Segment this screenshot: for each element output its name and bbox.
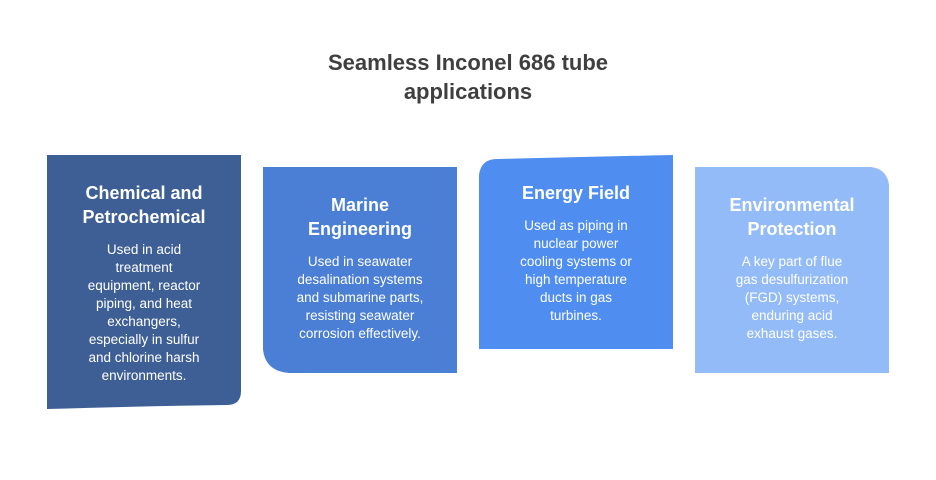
card-title-line: Engineering	[307, 219, 412, 239]
card-background-shape	[47, 155, 241, 409]
card-title-line: Protection	[747, 219, 837, 239]
page-title-line-1: Seamless Inconel 686 tube	[327, 50, 609, 75]
page-title: Seamless Inconel 686 tube applications	[0, 48, 936, 106]
card-title: Environmental Protection	[715, 193, 869, 241]
card-description-line: environments.	[101, 368, 187, 383]
card-description-line: treatment	[115, 260, 173, 275]
card-description-line: Used as piping in	[524, 218, 628, 233]
card-background-path	[695, 167, 889, 373]
card-description-line: enduring acid	[751, 308, 833, 323]
application-card-chemical: Chemical and Petrochemical Used in acid …	[47, 155, 241, 409]
page-title-line-2: applications	[403, 79, 533, 104]
card-description-line: nuclear power	[533, 236, 619, 251]
card-description-line: ducts in gas	[539, 290, 613, 305]
card-background-path	[47, 155, 241, 409]
card-description: A key part of flue gas desulfurization (…	[715, 253, 869, 343]
card-description-line: resisting seawater	[305, 308, 415, 323]
card-description-line: piping, and heat	[95, 296, 193, 311]
card-description-line: equipment, reactor	[87, 278, 201, 293]
card-title: Energy Field	[499, 181, 653, 205]
card-title: Chemical and Petrochemical	[67, 181, 221, 229]
card-description-line: and submarine parts,	[296, 290, 424, 305]
card-description-line: Used in acid	[106, 242, 182, 257]
card-background-path	[263, 167, 457, 373]
card-description-line: Used in seawater	[307, 254, 413, 269]
card-description-line: exhaust gases.	[746, 326, 838, 341]
card-description-line: and chlorine harsh	[88, 350, 200, 365]
card-title-line: Environmental	[729, 195, 855, 215]
card-description-line: corrosion effectively.	[299, 326, 421, 341]
card-title: Marine Engineering	[283, 193, 437, 241]
card-background-path	[479, 155, 673, 349]
card-title-line: Petrochemical	[82, 207, 206, 227]
application-card-energy: Energy Field Used as piping in nuclear p…	[479, 155, 673, 349]
card-description-line: especially in sulfur	[88, 332, 200, 347]
card-description: Used in seawater desalination systems an…	[283, 253, 437, 343]
card-description: Used in acid treatment equipment, reacto…	[67, 241, 221, 385]
card-description-line: turbines.	[550, 308, 602, 323]
card-description: Used as piping in nuclear power cooling …	[499, 217, 653, 325]
card-description-line: gas desulfurization	[735, 272, 849, 287]
card-title-line: Marine	[330, 195, 390, 215]
card-description-line: high temperature	[524, 272, 628, 287]
application-card-environmental: Environmental Protection A key part of f…	[695, 167, 889, 373]
card-description-line: exchangers,	[107, 314, 181, 329]
card-title-line: Energy Field	[521, 183, 631, 203]
card-description-line: (FGD) systems,	[744, 290, 840, 305]
card-background-shape	[479, 155, 673, 349]
card-description-line: A key part of flue	[741, 254, 843, 269]
card-background-shape	[263, 167, 457, 373]
card-description-line: desalination systems	[297, 272, 423, 287]
application-card-marine: Marine Engineering Used in seawater desa…	[263, 167, 457, 373]
card-description-line: cooling systems or	[520, 254, 632, 269]
card-background-shape	[695, 167, 889, 373]
card-title-line: Chemical and	[85, 183, 203, 203]
